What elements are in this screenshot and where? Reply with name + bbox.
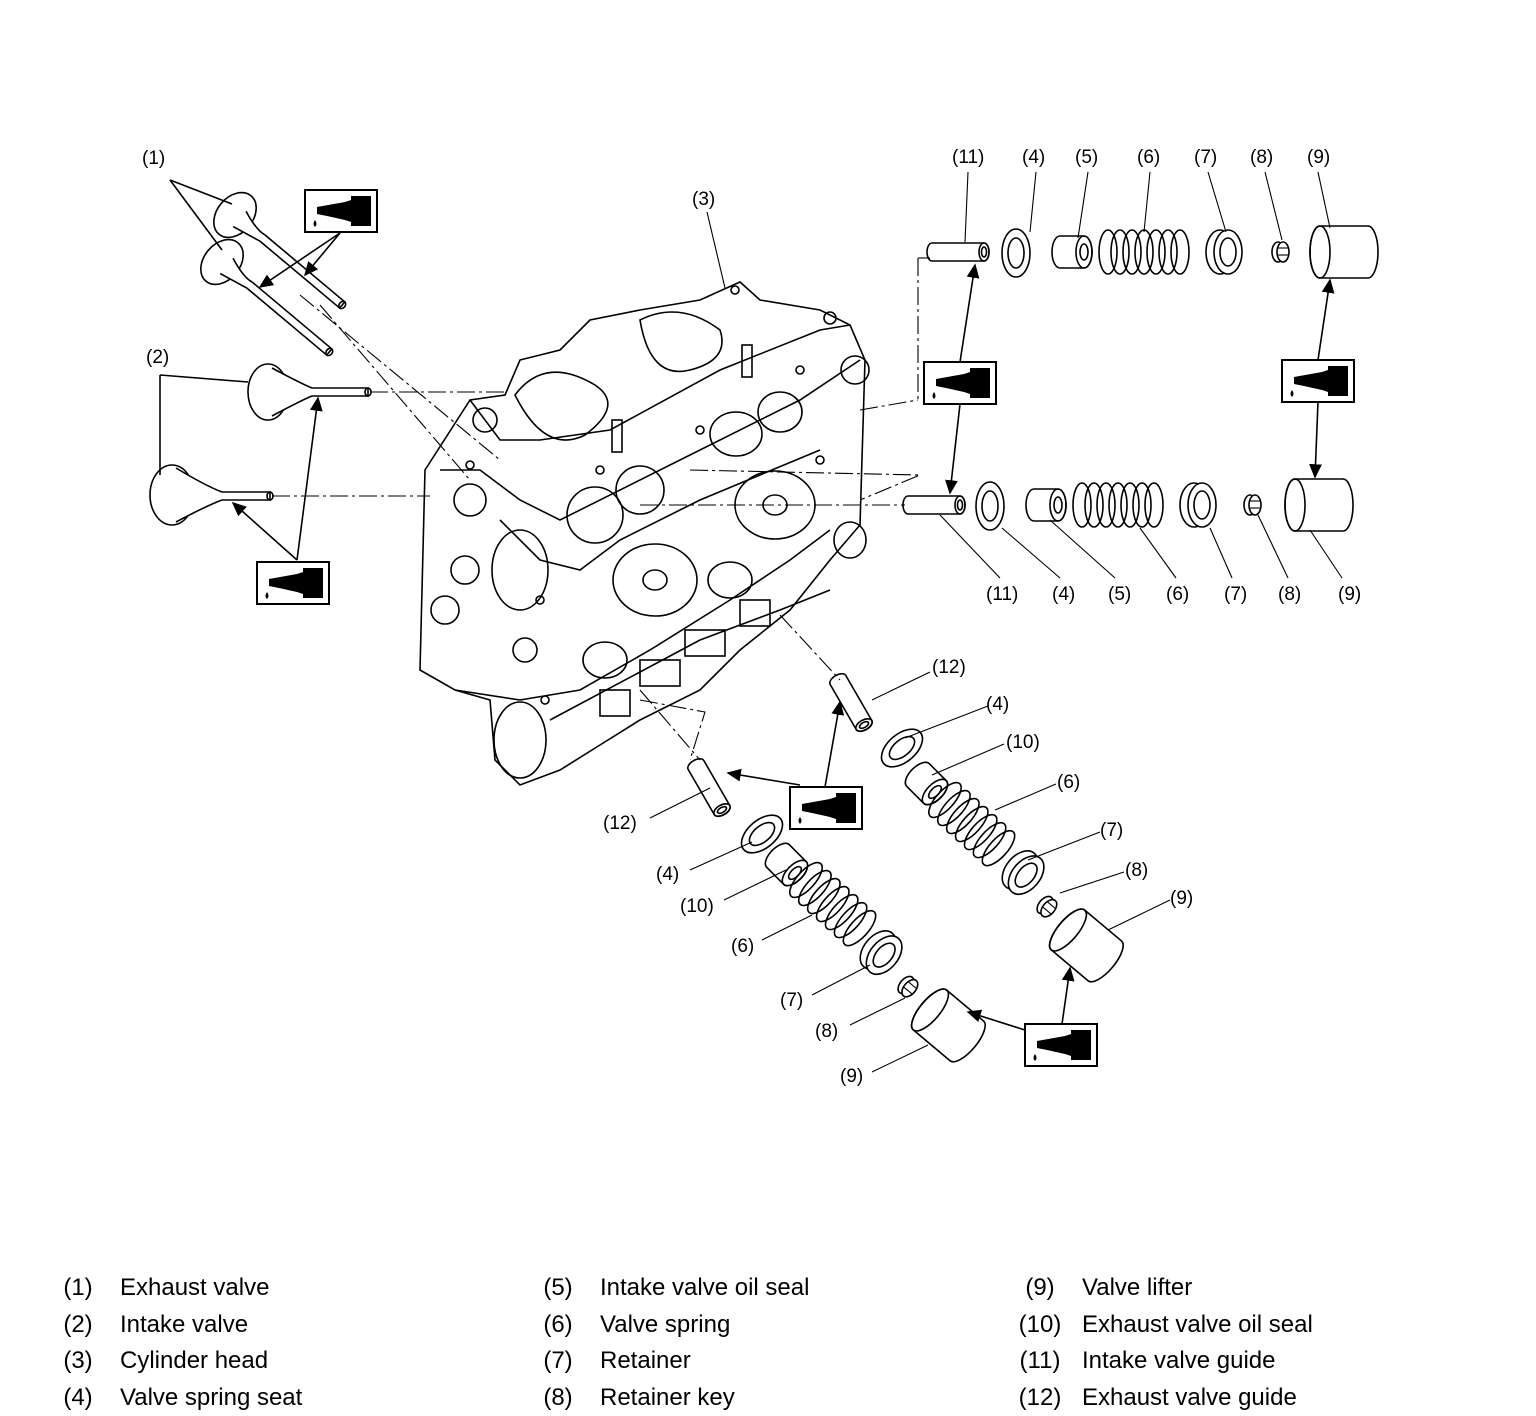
callout-label: (11) bbox=[986, 584, 1018, 605]
legend-text: Exhaust valve bbox=[120, 1274, 270, 1301]
intake-assembly-lower bbox=[640, 469, 1354, 532]
callout-label: (4) bbox=[986, 694, 1009, 715]
oil-can-icon bbox=[923, 361, 997, 405]
callout-label: (7) bbox=[1194, 147, 1217, 168]
callout-label: (4) bbox=[656, 864, 679, 885]
callout-label: (9) bbox=[840, 1066, 863, 1087]
callout-label: (11) bbox=[952, 147, 984, 168]
exploded-view-diagram: (1) (2) (3) (11) (4) (5) (6) (7) (8) (9)… bbox=[142, 147, 1379, 1087]
callout-label: (6) bbox=[1166, 584, 1189, 605]
callout-label: (5) bbox=[1108, 584, 1131, 605]
callout-label: (12) bbox=[603, 813, 637, 834]
callout-label: (9) bbox=[1307, 147, 1330, 168]
oil-can-icon bbox=[256, 561, 330, 605]
legend-number: (2) bbox=[63, 1311, 93, 1338]
oil-can-icon bbox=[1024, 1023, 1098, 1067]
callout-label: (7) bbox=[1100, 820, 1123, 841]
exhaust-assembly-left bbox=[639, 689, 992, 1068]
oil-can-icon bbox=[789, 786, 863, 830]
callout-label: (6) bbox=[1057, 772, 1080, 793]
callout-label: (7) bbox=[1224, 584, 1247, 605]
legend-number: (5) bbox=[543, 1274, 573, 1301]
legend-text: Exhaust valve oil seal bbox=[1082, 1311, 1313, 1338]
legend-number: (9) bbox=[1025, 1274, 1055, 1301]
legend-number: (10) bbox=[1018, 1311, 1062, 1338]
legend-number: (4) bbox=[63, 1384, 93, 1411]
intake-valves bbox=[149, 363, 505, 526]
callout-label: (10) bbox=[680, 896, 714, 917]
legend-text: Retainer bbox=[600, 1347, 691, 1374]
legend-text: Valve spring bbox=[600, 1311, 731, 1338]
legend-text: Valve spring seat bbox=[120, 1384, 303, 1411]
cylinder-head bbox=[419, 281, 870, 786]
callout-label: (7) bbox=[780, 990, 803, 1011]
callout-label: (5) bbox=[1075, 147, 1098, 168]
legend-number: (1) bbox=[63, 1274, 93, 1301]
legend-number: (8) bbox=[543, 1384, 573, 1411]
exhaust-assembly-right bbox=[779, 614, 1130, 988]
legend-number: (3) bbox=[63, 1347, 93, 1374]
callout-label: (10) bbox=[1006, 732, 1040, 753]
parts-legend: (1) Exhaust valve (2) Intake valve (3) C… bbox=[0, 1270, 1536, 1414]
legend-text: Intake valve guide bbox=[1082, 1347, 1276, 1374]
callout-label: (8) bbox=[815, 1021, 838, 1042]
callout-label: (8) bbox=[1125, 860, 1148, 881]
legend-text: Intake valve oil seal bbox=[600, 1274, 810, 1301]
legend-number: (7) bbox=[543, 1347, 573, 1374]
legend-text: Cylinder head bbox=[120, 1347, 269, 1374]
callout-label: (9) bbox=[1170, 888, 1193, 909]
oil-can-icon bbox=[1281, 359, 1355, 403]
legend-number: (12) bbox=[1018, 1384, 1062, 1411]
callout-label: (4) bbox=[1022, 147, 1045, 168]
legend-text: Valve lifter bbox=[1082, 1274, 1193, 1301]
oil-can-icon bbox=[304, 189, 378, 233]
legend-number: (6) bbox=[543, 1311, 573, 1338]
legend-text: Retainer key bbox=[600, 1384, 735, 1411]
callout-label: (6) bbox=[1137, 147, 1160, 168]
callout-label: (9) bbox=[1338, 584, 1361, 605]
callout-label: (8) bbox=[1250, 147, 1273, 168]
callout-label: (6) bbox=[731, 936, 754, 957]
callout-label: (12) bbox=[932, 657, 966, 678]
legend-number: (11) bbox=[1019, 1347, 1061, 1374]
callout-label: (2) bbox=[146, 347, 169, 368]
exhaust-valves bbox=[169, 179, 501, 481]
callout-label: (8) bbox=[1278, 584, 1301, 605]
callout-label: (4) bbox=[1052, 584, 1075, 605]
callout-label: (3) bbox=[692, 189, 715, 210]
leader-lines bbox=[649, 171, 1343, 1073]
legend-text: Intake valve bbox=[120, 1311, 249, 1338]
intake-assembly-upper bbox=[859, 225, 1379, 411]
legend-text: Exhaust valve guide bbox=[1082, 1384, 1297, 1411]
callout-label: (1) bbox=[142, 148, 165, 169]
